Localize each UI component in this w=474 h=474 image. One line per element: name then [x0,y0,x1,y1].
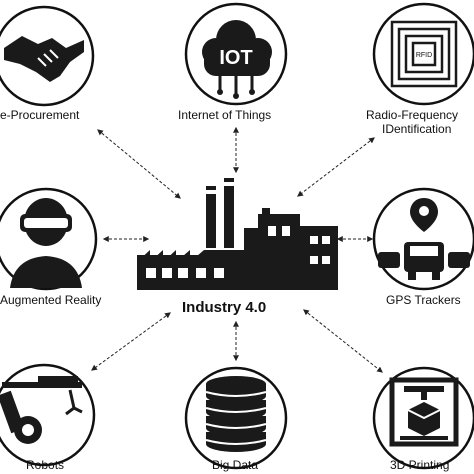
label-big-data: Big Data [212,458,259,472]
iot-badge: IOT [219,47,252,69]
connectors [91,126,383,373]
label-rfid-line2: IDentification [382,122,452,136]
label-gps: GPS Trackers [386,293,461,307]
node-rfid [372,2,474,106]
connector-eprocurement [97,129,181,199]
node-3d-printing [372,366,474,470]
label-robots: Robots [26,458,65,472]
node-e-procurement [0,5,95,107]
label-iot: Internet of Things [178,108,272,122]
label-rfid-line1: Radio-Frequency [366,108,459,122]
node-gps [372,187,474,291]
rfid-chip-icon [390,20,458,88]
robot-arm-icon [0,376,83,444]
connector-printing [303,309,383,373]
node-big-data [184,366,288,470]
connector-robots [91,312,171,371]
iot-cloud-icon [202,20,272,99]
3d-printer-icon [389,377,459,447]
rfid-badge: RFID [416,52,432,59]
vr-headset-icon [10,198,82,288]
node-ar [0,187,98,291]
factory-icon [137,178,338,290]
database-icon [205,376,267,452]
handshake-icon [4,36,84,82]
label-e-procurement: e-Procurement [0,108,80,122]
node-robots [0,363,96,467]
label-3d-printing: 3D Printing [390,458,450,472]
connector-rfid [297,137,375,197]
label-ar: Augmented Reality [0,293,102,307]
node-iot [184,2,288,106]
center-title: Industry 4.0 [182,299,267,316]
gps-truck-icon [378,198,470,280]
